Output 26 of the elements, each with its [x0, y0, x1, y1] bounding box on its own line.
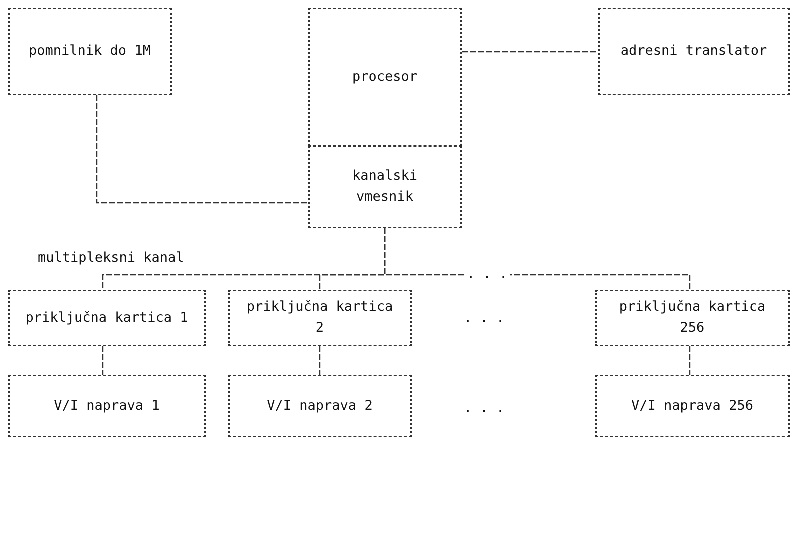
connector-line — [384, 228, 691, 290]
block-box — [308, 8, 462, 146]
connector-line — [102, 346, 104, 375]
block-box — [228, 375, 412, 437]
block-box — [228, 290, 412, 346]
connector-line — [319, 346, 321, 375]
connector-line — [462, 51, 598, 53]
block-label: priključna kartica 1 — [26, 308, 188, 328]
block-label: procesor — [352, 68, 418, 86]
block-label: V/I naprava 1 — [54, 396, 160, 416]
block-label: priključna kartica 256 — [618, 298, 767, 338]
block-label: priključna kartica 2 — [246, 298, 394, 338]
block-label: V/I naprava 256 — [632, 396, 754, 416]
block-box — [8, 375, 206, 437]
connector-line — [689, 346, 691, 375]
block-box — [595, 290, 790, 346]
block-label: pomnilnik do 1M — [29, 42, 151, 61]
connector-line — [96, 95, 308, 204]
block-label: adresni translator — [620, 42, 768, 61]
block-box — [598, 8, 790, 95]
block-box — [8, 8, 172, 95]
block-box — [595, 375, 790, 437]
block-label: V/I naprava 2 — [267, 396, 373, 416]
block-label: kanalski vmesnik — [351, 167, 419, 207]
block-box — [308, 146, 462, 228]
block-box — [8, 290, 206, 346]
